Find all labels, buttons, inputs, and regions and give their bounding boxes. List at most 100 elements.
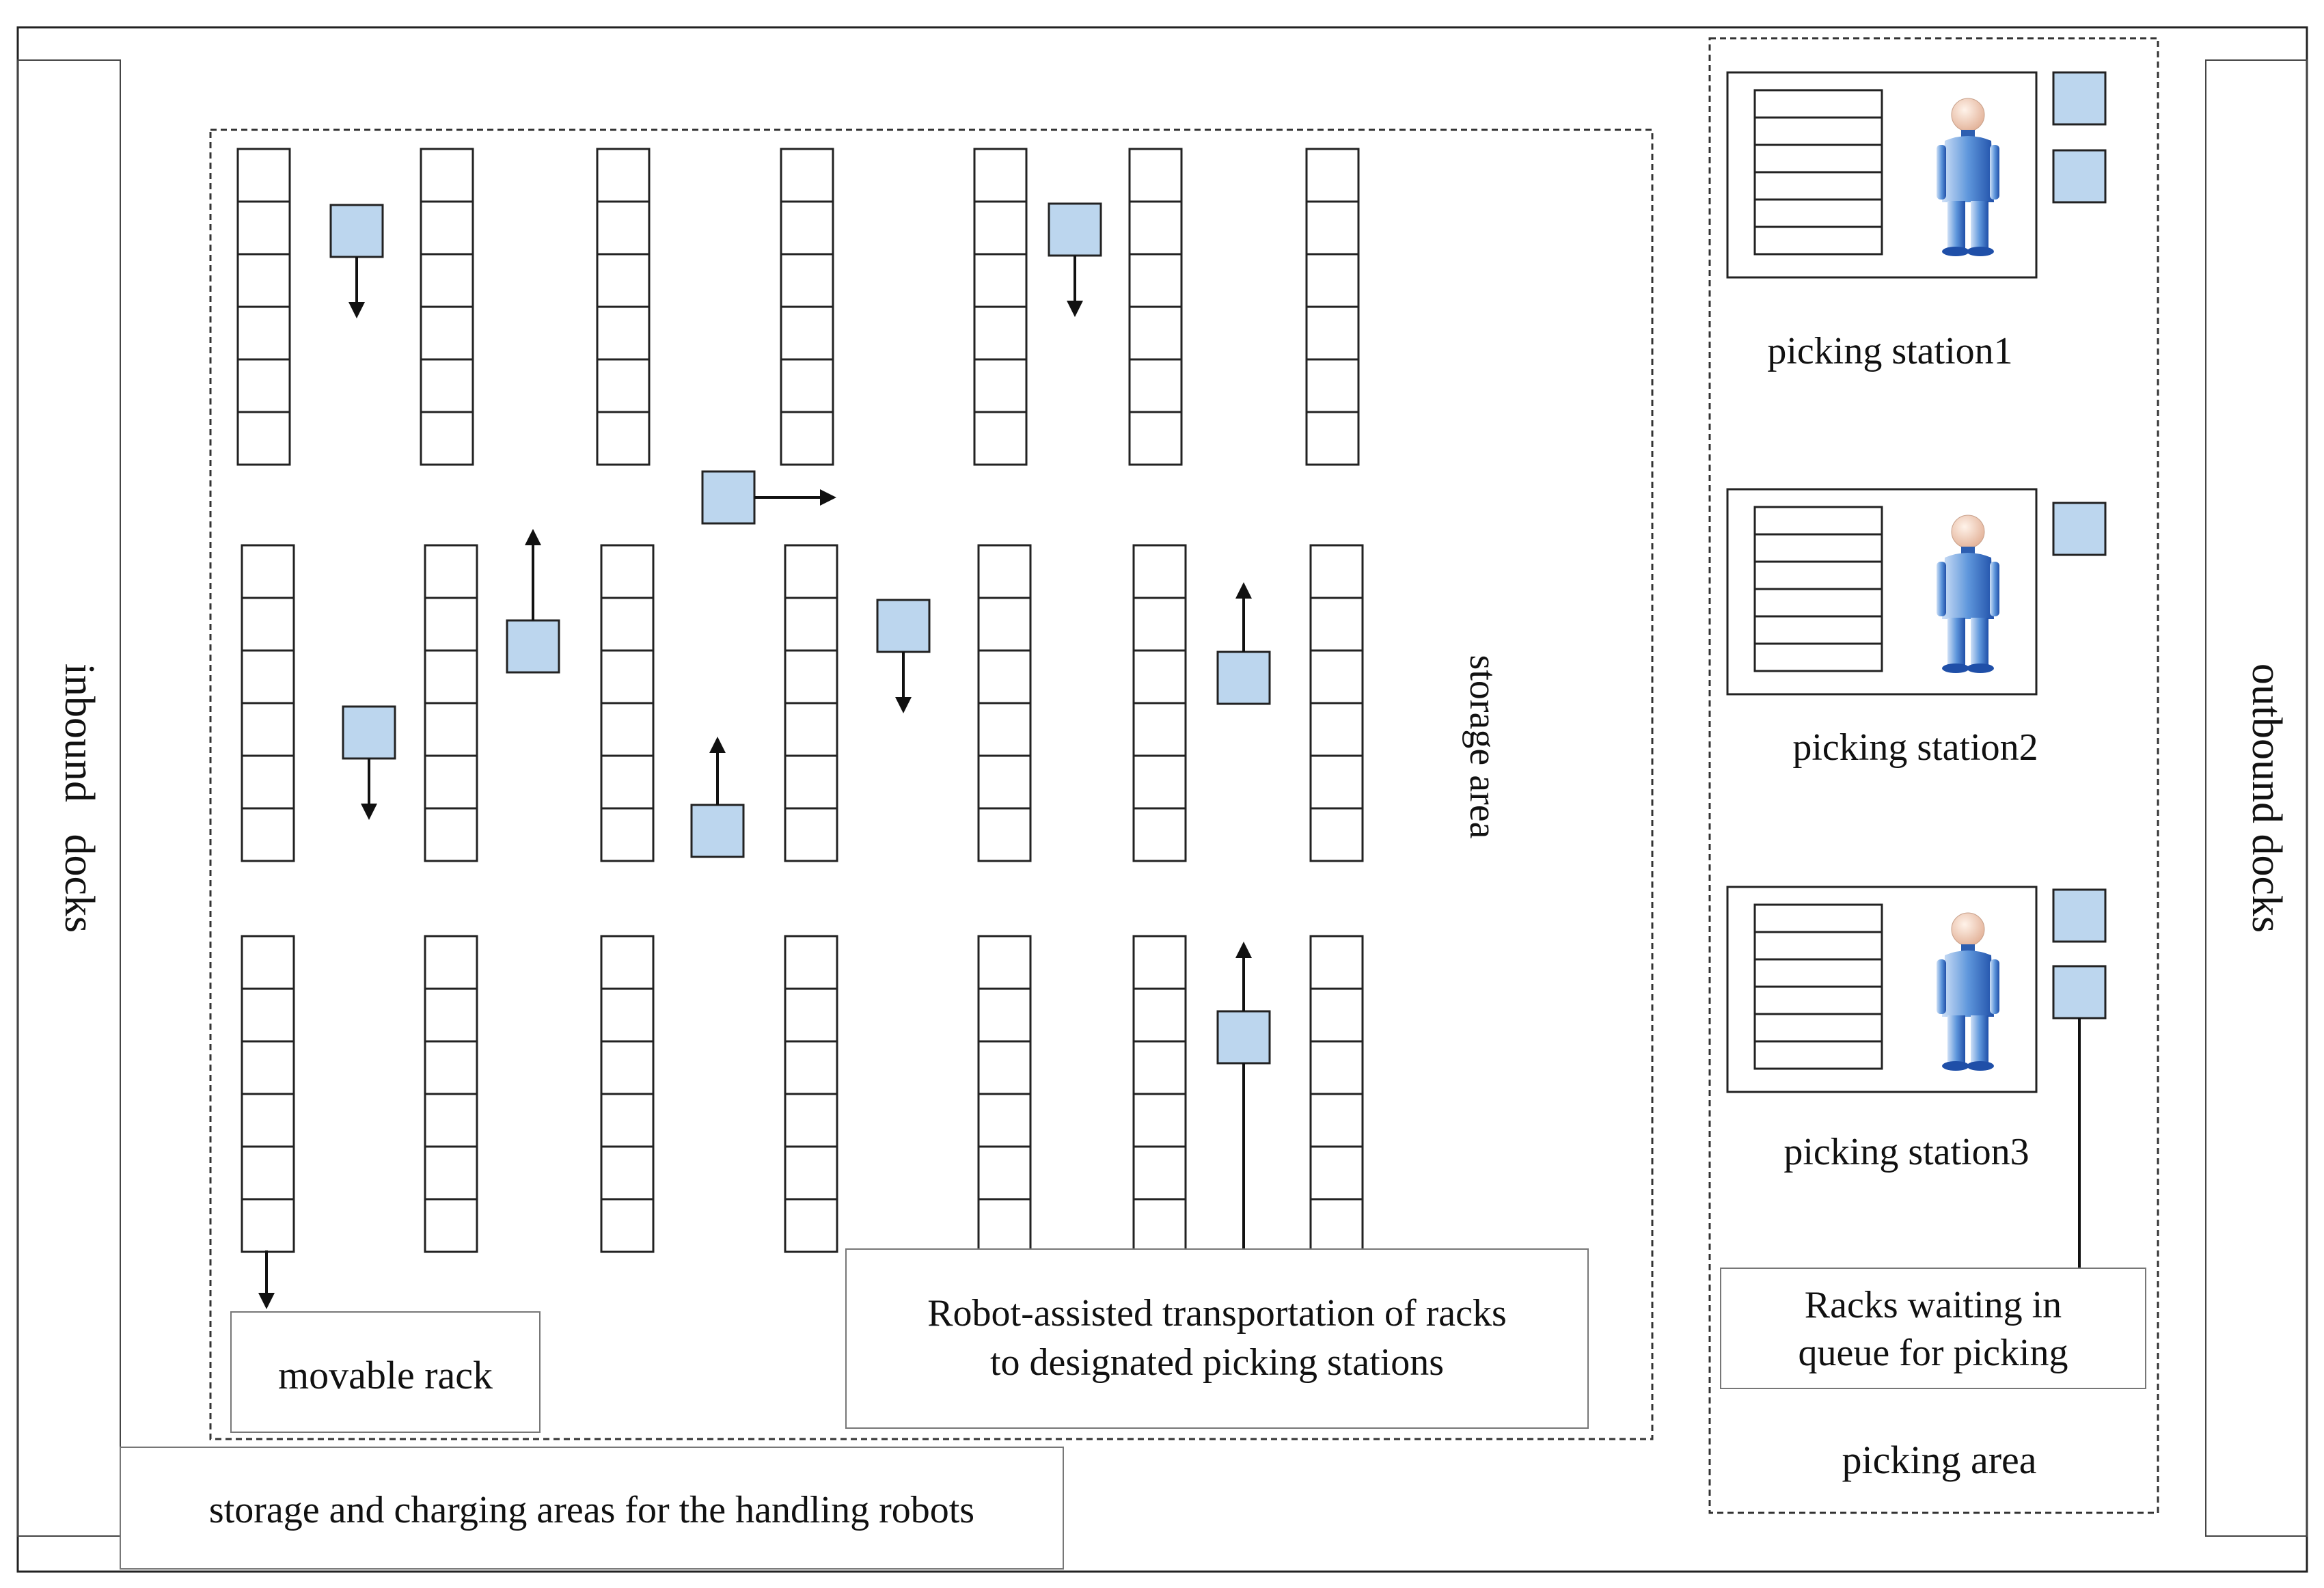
station-shelf-slot xyxy=(1753,506,1883,536)
rack-slot xyxy=(973,148,1028,203)
waiting-robot xyxy=(2052,149,2107,204)
rack-slot xyxy=(420,200,474,256)
rack-slot xyxy=(784,1198,838,1253)
robot-body xyxy=(1216,651,1271,705)
handling-robot xyxy=(876,599,931,713)
rack-slot xyxy=(784,987,838,1043)
rack-slot xyxy=(1132,807,1187,862)
rack-slot xyxy=(241,807,295,862)
rack-slot xyxy=(1305,305,1360,361)
rack-slot xyxy=(600,597,655,652)
rack-slot xyxy=(1128,253,1183,308)
rack-slot xyxy=(1309,1093,1364,1148)
rack-slot xyxy=(236,358,291,413)
rack-slot xyxy=(424,1198,478,1253)
rack-slot xyxy=(1309,1198,1364,1253)
worker-icon xyxy=(1937,515,1999,673)
rack-slot xyxy=(241,702,295,757)
handling-robot xyxy=(701,470,836,525)
rack-slot xyxy=(424,544,478,599)
storage-rack xyxy=(236,148,291,466)
rack-slot xyxy=(973,411,1028,466)
rack-slot xyxy=(1305,253,1360,308)
rack-slot xyxy=(596,411,651,466)
station-shelf-slot xyxy=(1753,198,1883,228)
rack-slot xyxy=(977,544,1032,599)
rack-slot xyxy=(420,148,474,203)
rack-slot xyxy=(1132,649,1187,704)
storage-rack xyxy=(780,148,834,466)
rack-slot xyxy=(784,807,838,862)
rack-slot xyxy=(420,411,474,466)
rack-slot xyxy=(977,597,1032,652)
rack-slot xyxy=(420,253,474,308)
rack-slot xyxy=(236,305,291,361)
storage-rack xyxy=(1309,935,1364,1253)
rack-slot xyxy=(1309,935,1364,990)
picking-station xyxy=(1726,488,2038,696)
worker-icon xyxy=(1937,98,1999,256)
rack-slot xyxy=(784,702,838,757)
rack-slot xyxy=(1309,649,1364,704)
rack-slot xyxy=(1309,754,1364,810)
rack-slot xyxy=(424,597,478,652)
rack-slot xyxy=(780,358,834,413)
rack-slot xyxy=(1132,597,1187,652)
rack-slot xyxy=(600,1145,655,1201)
rack-slot xyxy=(600,1040,655,1095)
rack-slot xyxy=(241,597,295,652)
rack-slot xyxy=(977,1040,1032,1095)
rack-slot xyxy=(784,649,838,704)
handling-robot xyxy=(329,204,384,318)
rack-slot xyxy=(1132,1198,1187,1253)
storage-rack xyxy=(1128,148,1183,466)
station-shelf-slot xyxy=(1753,958,1883,988)
rack-slot xyxy=(1309,1040,1364,1095)
station-shelf-slot xyxy=(1753,560,1883,590)
waiting-robot xyxy=(2052,965,2107,1019)
storage-rack xyxy=(420,148,474,466)
robot-layer xyxy=(329,202,1271,1250)
rack-slot xyxy=(780,305,834,361)
rack-slot xyxy=(600,754,655,810)
queue-label-line1: Racks waiting in xyxy=(1805,1284,2062,1326)
rack-slot xyxy=(424,1145,478,1201)
rack-slot xyxy=(1309,987,1364,1043)
rack-slot xyxy=(1128,305,1183,361)
rack-slot xyxy=(236,411,291,466)
charging-area: storage and charging areas for the handl… xyxy=(120,1447,1064,1570)
waiting-robot xyxy=(2052,502,2107,556)
picking-area-label: picking area xyxy=(1842,1438,2036,1482)
station-shelf-slot xyxy=(1753,642,1883,672)
station-shelf-slot xyxy=(1753,985,1883,1015)
robot-body xyxy=(1048,202,1102,257)
rack-slot xyxy=(1128,411,1183,466)
station-shelf-slot xyxy=(1753,89,1883,119)
rack-slot xyxy=(241,987,295,1043)
picking-area: picking station1 picking station2 pickin… xyxy=(1708,37,2159,1514)
picking-station xyxy=(1726,71,2038,279)
rack-slot xyxy=(1132,1145,1187,1201)
rack-slot xyxy=(784,597,838,652)
rack-slot xyxy=(973,305,1028,361)
rack-slot xyxy=(1132,1040,1187,1095)
storage-rack xyxy=(241,935,295,1253)
storage-rack xyxy=(1132,935,1187,1253)
rack-slot xyxy=(784,544,838,599)
rack-slot xyxy=(1128,148,1183,203)
rack-slot xyxy=(784,1093,838,1148)
picking-station-2-label: picking station2 xyxy=(1792,726,2038,769)
handling-robot xyxy=(1216,582,1271,705)
storage-rack xyxy=(1132,544,1187,862)
rack-slot xyxy=(1309,544,1364,599)
rack-slot xyxy=(420,305,474,361)
rack-slot xyxy=(1305,358,1360,413)
rack-slot xyxy=(600,649,655,704)
rack-slot xyxy=(1132,1093,1187,1148)
storage-area: storage area xyxy=(209,128,1654,1440)
rack-slot xyxy=(977,754,1032,810)
worker-icon xyxy=(1937,912,1999,1071)
rack-slot xyxy=(241,935,295,990)
movable-rack-label: movable rack xyxy=(278,1353,493,1397)
rack-slot xyxy=(1132,987,1187,1043)
